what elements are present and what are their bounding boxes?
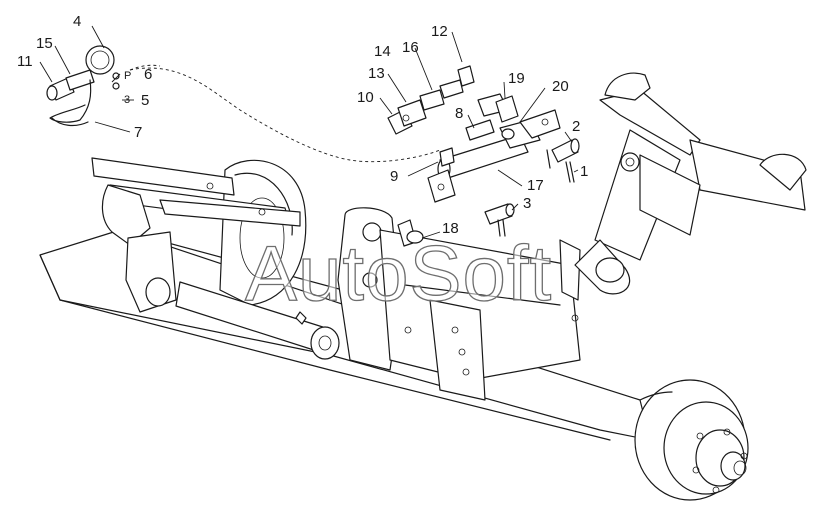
callout-20: 20 [552, 78, 569, 95]
watermark-text: AutoSoft [245, 229, 552, 317]
callout-6: 6 [144, 66, 152, 83]
callout-15: 15 [36, 35, 53, 52]
callout-2: 2 [572, 118, 580, 135]
right-frame-bracket [574, 72, 807, 295]
left-suspension-arms [91, 157, 340, 360]
leader-lines [39, 25, 579, 239]
callout-16: 16 [402, 39, 419, 56]
pin-3 [484, 203, 515, 237]
hose-coupling [46, 45, 120, 127]
callouts: 4 15 11 P 6 3 5 7 12 14 16 13 10 8 19 20… [17, 13, 588, 237]
callout-10: 10 [357, 89, 374, 106]
callout-19: 19 [508, 70, 525, 87]
callout-8: 8 [455, 105, 463, 122]
washer-18 [406, 230, 424, 244]
callout-4: 4 [73, 13, 81, 30]
callout-3-center: 3 [523, 195, 531, 212]
callout-7: 7 [134, 124, 142, 141]
wheel-hub [634, 379, 749, 501]
callout-1: 1 [580, 163, 588, 180]
mark-p: P [124, 70, 131, 82]
callout-14: 14 [374, 43, 391, 60]
callout-5: 5 [141, 92, 149, 109]
center-bracket [337, 207, 581, 401]
valve-assembly [387, 65, 475, 135]
mark-z: 3 [124, 94, 130, 106]
pin-2-and-cotter-1 [546, 138, 580, 183]
callout-18: 18 [442, 220, 459, 237]
callout-12: 12 [431, 23, 448, 40]
air-cylinder [397, 109, 561, 247]
fittings [439, 93, 519, 167]
air-line [129, 64, 441, 163]
callout-11: 11 [17, 53, 33, 70]
callout-9: 9 [390, 168, 398, 185]
callout-17: 17 [527, 177, 544, 194]
callout-13: 13 [368, 65, 385, 82]
brake-drum [219, 159, 307, 306]
